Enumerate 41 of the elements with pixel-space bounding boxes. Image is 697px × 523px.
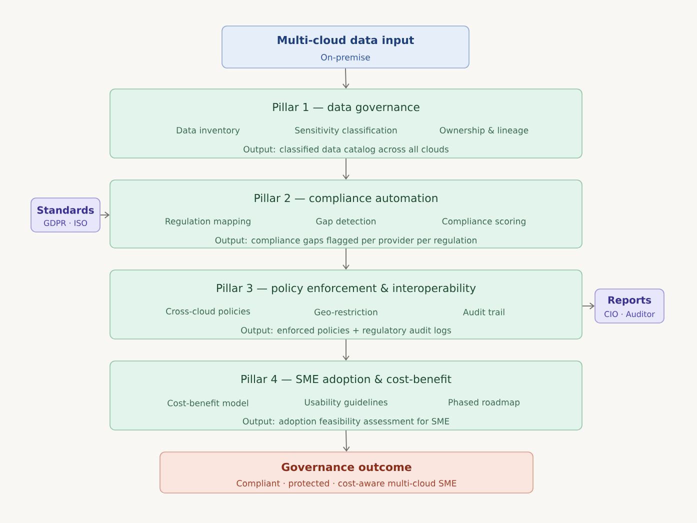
arrow — [342, 158, 350, 180]
arrow — [342, 338, 350, 361]
pillar-title: Pillar 1 — data governance — [273, 102, 420, 114]
pillar-box — [110, 180, 582, 248]
output-text: Output: compliance gaps flagged per provider per regulation — [215, 236, 476, 246]
box-title: Reports — [608, 296, 652, 306]
item-label: Ownership & lineage — [440, 126, 528, 136]
item-label: Usability guidelines — [304, 398, 388, 408]
item-label: Geo-restriction — [314, 308, 378, 316]
pillar-box — [110, 270, 582, 340]
pillar-title: Pillar 2 — compliance automation — [254, 194, 438, 204]
pillar-title: Pillar 4 — SME adoption & cost-benefit — [242, 374, 452, 386]
item-label: Cross-cloud policies — [166, 308, 250, 316]
box-subtitle: Compliant · protected · cost-aware multi-cloud SME — [236, 480, 456, 488]
pillar-box — [110, 360, 582, 430]
output-text: Output: enforced policies + regulatory audit logs — [241, 326, 451, 336]
item-label: Audit trail — [463, 308, 504, 316]
box-title: Multi-cloud data input — [278, 36, 414, 46]
item-label: Phased roadmap — [448, 398, 520, 408]
arrow — [342, 248, 350, 270]
arrow — [342, 430, 350, 452]
item-label: Gap detection — [316, 218, 376, 226]
arrow — [582, 302, 595, 310]
item-label: Sensitivity classification — [295, 126, 397, 136]
pillar-box — [110, 88, 582, 158]
arrow — [342, 68, 350, 89]
output-text: Output: adoption feasibility assessment for SME — [242, 418, 450, 426]
item-label: Cost-benefit model — [168, 400, 248, 406]
side-box — [594, 288, 664, 324]
outcome-box — [160, 452, 534, 494]
input-box — [222, 26, 470, 68]
item-label: Compliance scoring — [442, 218, 526, 226]
output-text: Output: classified data catalog across all clouds — [244, 146, 448, 154]
pillar-title: Pillar 3 — policy enforcement & interoperability — [217, 284, 476, 294]
box-subtitle: On-premise — [321, 54, 370, 62]
arrow — [100, 212, 110, 218]
item-label: Data inventory — [176, 126, 240, 136]
item-label: Regulation mapping — [166, 218, 250, 226]
side-box — [30, 198, 100, 232]
box-title: Governance outcome — [282, 462, 412, 472]
box-title: Standards — [37, 206, 94, 214]
